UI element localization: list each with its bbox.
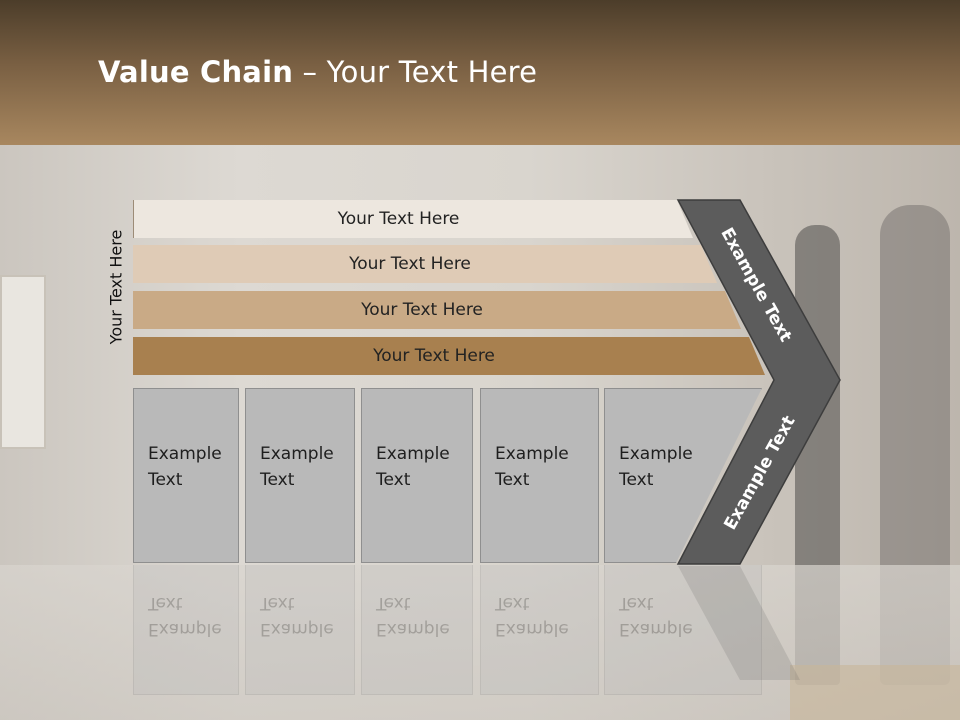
band-2: Your Text Here — [133, 245, 717, 283]
bg-pedestal — [790, 665, 960, 720]
column-2: Example Text — [245, 388, 355, 563]
column-5-line2: Text — [619, 470, 654, 490]
column-5-line1: Example — [619, 444, 693, 464]
column-1-line2: Text — [148, 470, 183, 490]
column-3-line1: Example — [376, 444, 450, 464]
band-3-label: Your Text Here — [361, 300, 483, 320]
band-3: Your Text Here — [133, 291, 741, 329]
title-bold: Value Chain — [98, 55, 294, 89]
band-4: Your Text Here — [133, 337, 765, 375]
column-3-line2: Text — [376, 470, 411, 490]
column-2-line1: Example — [260, 444, 334, 464]
band-1-label: Your Text Here — [337, 209, 460, 229]
band-2-label: Your Text Here — [349, 254, 471, 274]
column-1-line1: Example — [148, 444, 222, 464]
column-3: Example Text — [361, 388, 473, 563]
bg-window — [0, 275, 46, 449]
column-4-line1: Example — [495, 444, 569, 464]
chevron-shape — [676, 199, 841, 565]
column-1: Example Text — [133, 388, 239, 563]
column-2-line2: Text — [260, 470, 295, 490]
band-4-label: Your Text Here — [373, 346, 495, 366]
column-4-line2: Text — [495, 470, 530, 490]
column-4: Example Text — [480, 388, 599, 563]
title-rest: – Your Text Here — [293, 55, 538, 89]
band-1: Your Text Here — [133, 200, 693, 238]
header-bar: Value Chain – Your Text Here — [0, 0, 960, 145]
slide-title: Value Chain – Your Text Here — [98, 55, 537, 89]
chevron-reflection — [678, 566, 800, 680]
